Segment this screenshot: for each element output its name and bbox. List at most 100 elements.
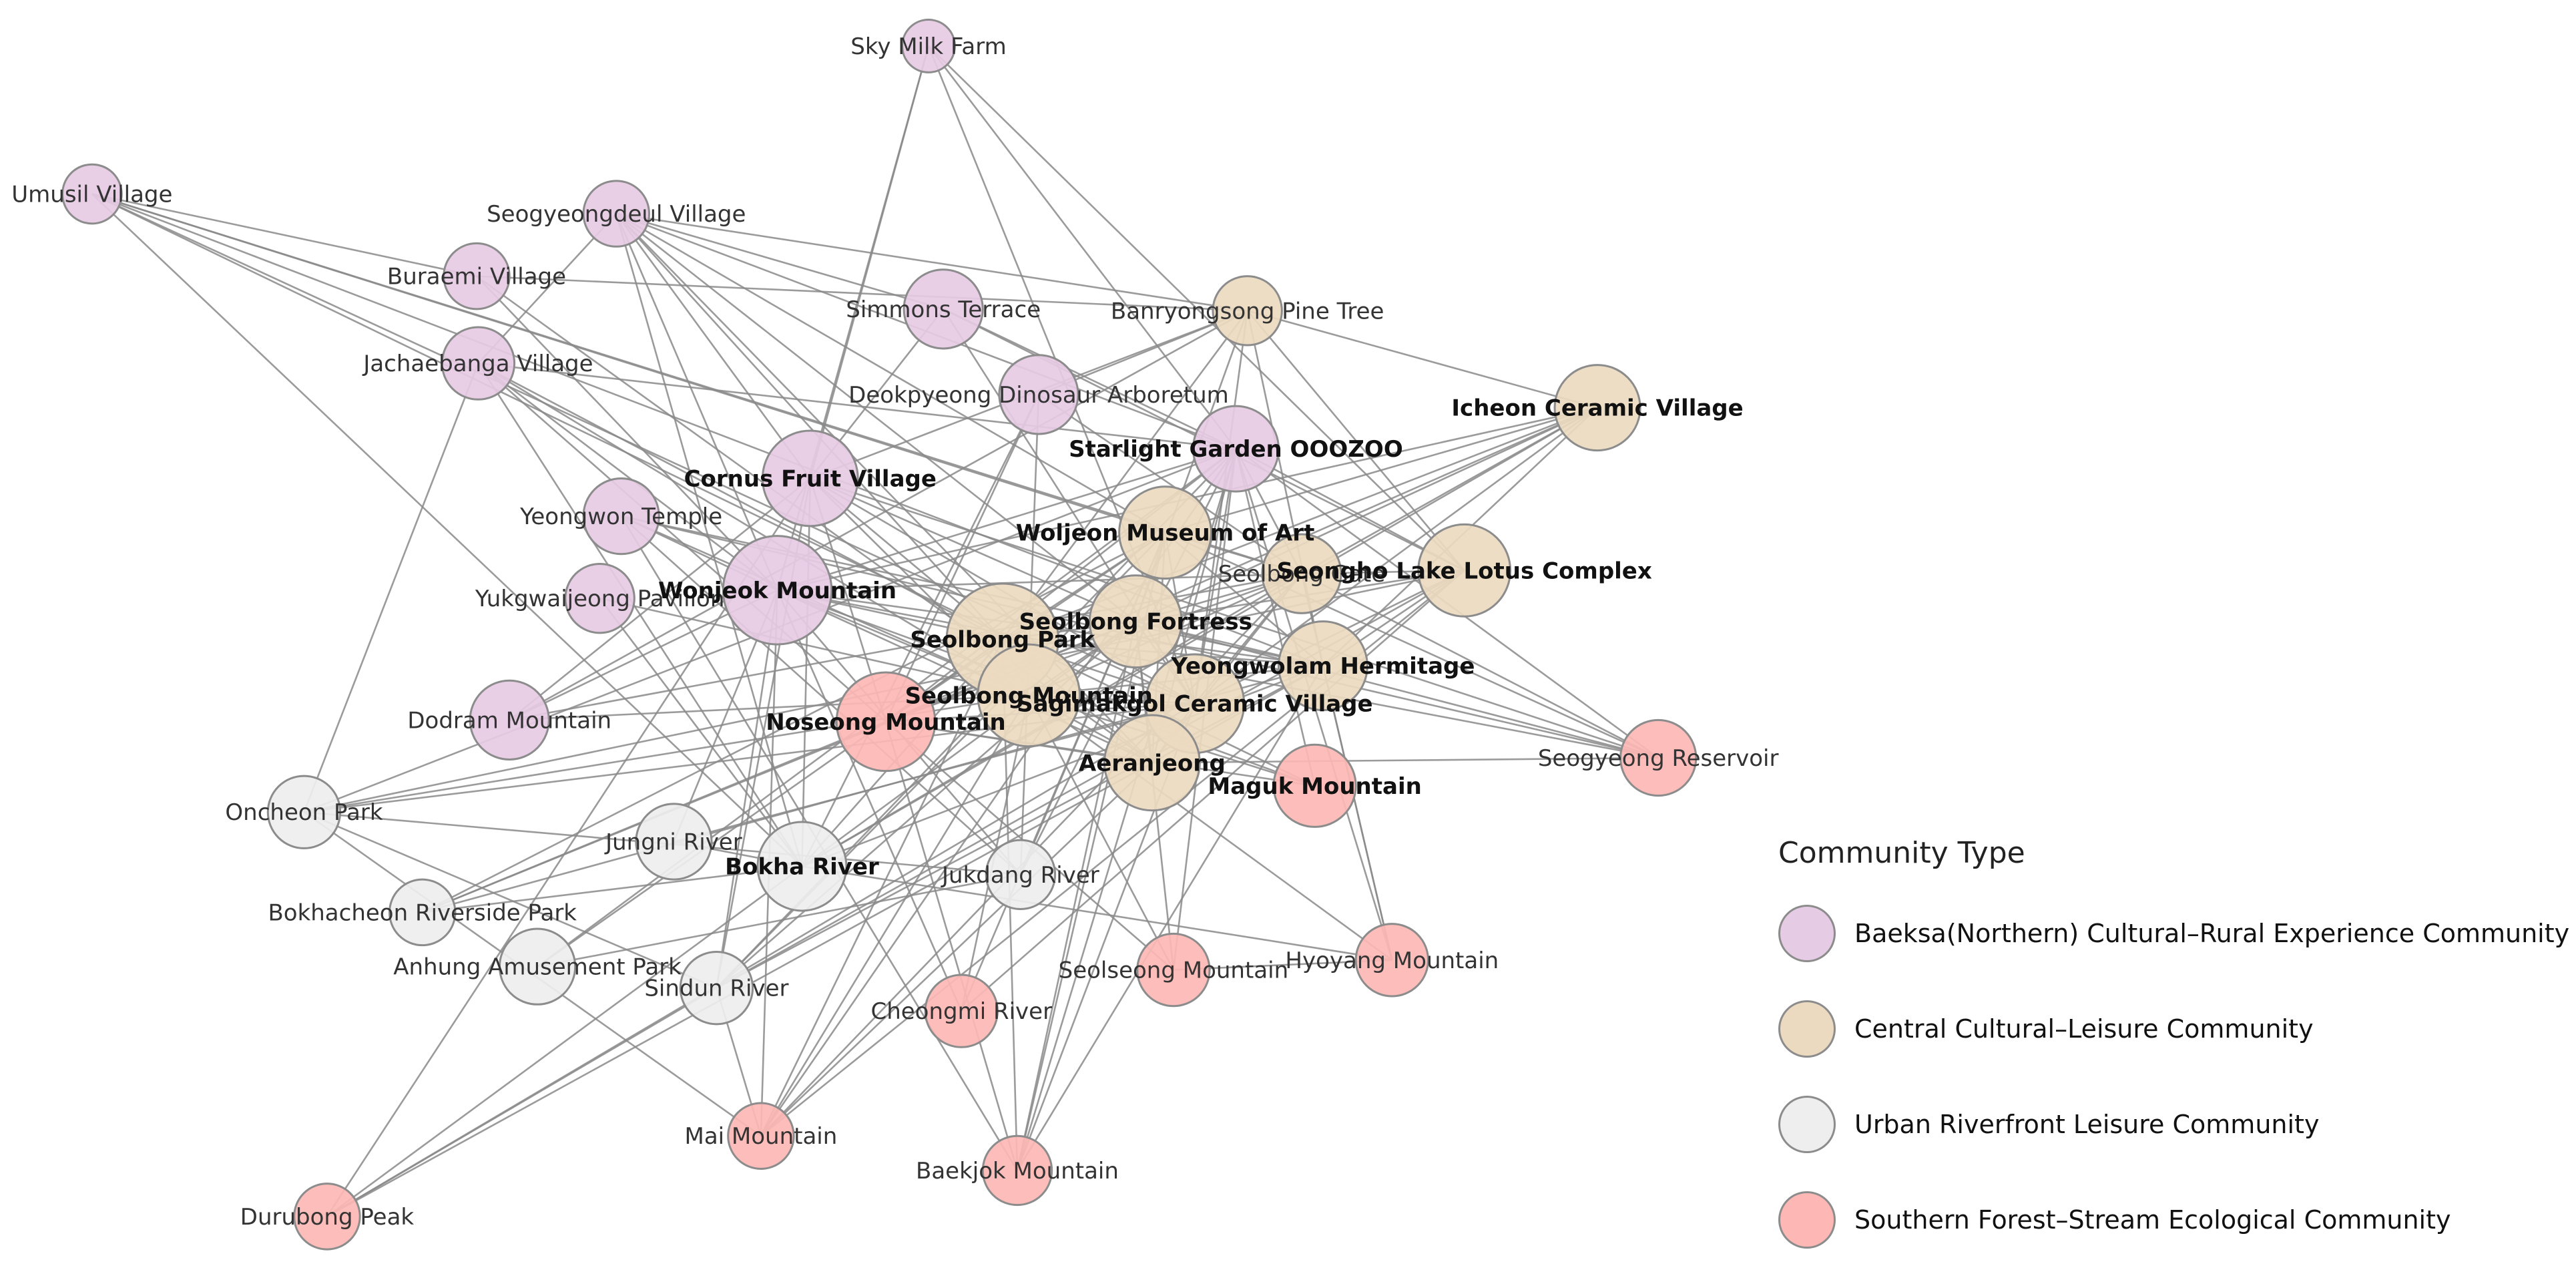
node-anhung-amusement-park[interactable] bbox=[498, 927, 577, 1006]
edge-banryongsong-pine-tree--sagimakgol-ceramic-village bbox=[1194, 310, 1248, 704]
node-label-hyoyang-mountain: Hyoyang Mountain bbox=[1285, 947, 1499, 974]
node-jungni-river[interactable] bbox=[635, 803, 713, 881]
node-dodram-mountain[interactable] bbox=[469, 679, 550, 761]
node-yukgwaijeong-pavilion[interactable] bbox=[564, 562, 635, 634]
edge-seongho-lake-lotus-complex--cheongmi-river bbox=[961, 570, 1465, 1012]
node-layer bbox=[61, 19, 1698, 1251]
edge-seogyeongdeul-village--wonjeok-mountain bbox=[615, 213, 778, 591]
node-label-banryongsong-pine-tree: Banryongsong Pine Tree bbox=[1111, 298, 1384, 325]
node-buraemi-village[interactable] bbox=[443, 242, 511, 310]
edge-jukdang-river--anhung-amusement-park bbox=[537, 873, 1021, 968]
legend-item-urban: Urban Riverfront Leisure Community bbox=[1778, 1091, 2566, 1158]
legend-title: Community Type bbox=[1778, 836, 2025, 870]
node-label-seongho-lake-lotus-complex: Seongho Lake Lotus Complex bbox=[1276, 558, 1651, 584]
node-yeongwon-temple[interactable] bbox=[582, 477, 660, 556]
node-umusil-village[interactable] bbox=[61, 163, 123, 225]
edge-bokhacheon-riverside-park--woljeon-museum-of-art bbox=[422, 531, 1166, 913]
node-label-yeongwolam-hermitage: Yeongwolam Hermitage bbox=[1170, 653, 1475, 680]
edge-banryongsong-pine-tree--icheon-ceramic-village bbox=[1247, 310, 1598, 409]
legend-item-south: Southern Forest–Stream Ecological Commun… bbox=[1778, 1187, 2566, 1253]
node-bokhacheon-riverside-park[interactable] bbox=[388, 878, 457, 947]
node-woljeon-museum-of-art[interactable] bbox=[1118, 485, 1212, 580]
node-label-maguk-mountain: Maguk Mountain bbox=[1208, 773, 1421, 800]
node-label-yukgwaijeong-pavilion: Yukgwaijeong Pavilion bbox=[475, 586, 725, 612]
node-sindun-river[interactable] bbox=[679, 950, 754, 1026]
node-icheon-ceramic-village[interactable] bbox=[1553, 364, 1641, 452]
node-noseong-mountain[interactable] bbox=[835, 671, 937, 773]
edge-seogyeongdeul-village--cornus-fruit-village bbox=[615, 213, 811, 479]
edge-banryongsong-pine-tree--seolbong-park bbox=[1001, 310, 1248, 640]
edge-umusil-village--bokha-river bbox=[91, 193, 803, 867]
edge-aeranjeong--seogyeong-reservoir bbox=[1151, 757, 1659, 764]
node-bokha-river[interactable] bbox=[756, 821, 848, 912]
node-seolseong-mountain[interactable] bbox=[1136, 932, 1211, 1008]
edge-jachaebanga-village--seolbong-mountain bbox=[477, 362, 1029, 696]
node-durubong-peak[interactable] bbox=[293, 1183, 361, 1251]
node-maguk-mountain[interactable] bbox=[1272, 743, 1357, 828]
node-label-jachaebanga-village: Jachaebanga Village bbox=[362, 351, 593, 377]
node-hyoyang-mountain[interactable] bbox=[1354, 923, 1429, 998]
edge-aeranjeong--mai-mountain bbox=[760, 762, 1153, 1137]
edge-jachaebanga-village--seolbong-park bbox=[477, 362, 1003, 640]
node-seogyeongdeul-village[interactable] bbox=[582, 180, 650, 248]
node-jukdang-river[interactable] bbox=[985, 839, 1057, 910]
edge-jachaebanga-village--wonjeok-mountain bbox=[477, 363, 778, 591]
node-mai-mountain[interactable] bbox=[727, 1102, 795, 1170]
legend-label-north: Baeksa(Northern) Cultural–Rural Experien… bbox=[1854, 919, 2570, 948]
edge-baekjok-mountain--yeongwolam-hermitage bbox=[1016, 665, 1324, 1171]
edge-dodram-mountain--banryongsong-pine-tree bbox=[509, 310, 1248, 721]
node-label-baekjok-mountain: Baekjok Mountain bbox=[916, 1158, 1119, 1185]
node-label-dodram-mountain: Dodram Mountain bbox=[407, 707, 611, 734]
node-deokpyeong-dinosaur-arboretum[interactable] bbox=[998, 354, 1079, 435]
node-baekjok-mountain[interactable] bbox=[981, 1134, 1053, 1207]
node-seongho-lake-lotus-complex[interactable] bbox=[1417, 523, 1512, 618]
edge-seogyeongdeul-village--simmons-terrace bbox=[615, 212, 944, 310]
edge-sky-milk-farm--cornus-fruit-village bbox=[809, 45, 930, 479]
edge-durubong-peak--sagimakgol-ceramic-village bbox=[326, 702, 1196, 1217]
node-yeongwolam-hermitage[interactable] bbox=[1277, 620, 1368, 712]
edge-yeongwon-temple--yeongwolam-hermitage bbox=[621, 515, 1324, 667]
edge-cornus-fruit-village--seolbong-fortress bbox=[810, 477, 1136, 622]
node-wonjeok-mountain[interactable] bbox=[722, 535, 833, 646]
edge-seogyeong-reservoir--cornus-fruit-village bbox=[810, 477, 1659, 759]
node-cheongmi-river[interactable] bbox=[924, 974, 999, 1048]
node-label-seolseong-mountain: Seolseong Mountain bbox=[1059, 957, 1289, 984]
node-starlight-garden-ooozoo[interactable] bbox=[1192, 405, 1280, 493]
node-label-mai-mountain: Mai Mountain bbox=[684, 1123, 837, 1150]
node-label-buraemi-village: Buraemi Village bbox=[387, 264, 566, 290]
node-label-durubong-peak: Durubong Peak bbox=[240, 1204, 415, 1231]
node-label-seolbong-fortress: Seolbong Fortress bbox=[1019, 609, 1252, 636]
node-cornus-fruit-village[interactable] bbox=[761, 429, 859, 527]
edge-banryongsong-pine-tree--seongho-lake-lotus-complex bbox=[1246, 310, 1465, 572]
edge-buraemi-village--banryongsong-pine-tree bbox=[476, 275, 1248, 312]
node-simmons-terrace[interactable] bbox=[903, 268, 984, 350]
legend-label-urban: Urban Riverfront Leisure Community bbox=[1854, 1110, 2320, 1139]
node-seolbong-fortress[interactable] bbox=[1088, 574, 1183, 669]
edge-deokpyeong-dinosaur-arboretum--bokha-river bbox=[801, 394, 1040, 867]
edge-seogyeongdeul-village--woljeon-museum-of-art bbox=[615, 212, 1166, 533]
node-jachaebanga-village[interactable] bbox=[441, 326, 516, 401]
edge-jachaebanga-village--oncheon-park bbox=[303, 363, 479, 813]
edge-simmons-terrace--starlight-garden-ooozoo bbox=[943, 308, 1236, 450]
node-seogyeong-reservoir[interactable] bbox=[1619, 718, 1698, 797]
edge-yeongwon-temple--jukdang-river bbox=[620, 515, 1021, 875]
node-oncheon-park[interactable] bbox=[266, 775, 342, 849]
node-aeranjeong[interactable] bbox=[1103, 714, 1201, 812]
edge-layer bbox=[91, 45, 1659, 1218]
legend: Community Type Baeksa(Northern) Cultural… bbox=[1778, 835, 2570, 1282]
legend-swatch-central bbox=[1778, 1000, 1836, 1058]
node-label-sagimakgol-ceramic-village: Sagimakgol Ceramic Village bbox=[1017, 691, 1372, 718]
node-seolbong-mountain[interactable] bbox=[977, 643, 1081, 748]
edge-cornus-fruit-village--dodram-mountain bbox=[509, 477, 811, 721]
node-label-bokha-river: Bokha River bbox=[725, 853, 879, 880]
edge-seogyeongdeul-village--bokha-river bbox=[615, 213, 803, 867]
node-seolbong-gate[interactable] bbox=[1261, 533, 1342, 614]
node-banryongsong-pine-tree[interactable] bbox=[1212, 275, 1283, 347]
edge-seolbong-gate--seogyeong-reservoir bbox=[1301, 573, 1659, 759]
node-label-seolbong-mountain: Seolbong Mountain bbox=[905, 682, 1153, 709]
legend-swatch-south bbox=[1778, 1191, 1836, 1249]
node-sky-milk-farm[interactable] bbox=[901, 19, 956, 73]
edge-woljeon-museum-of-art--seogyeong-reservoir bbox=[1165, 531, 1659, 759]
edge-cornus-fruit-village--bokha-river bbox=[801, 478, 812, 867]
